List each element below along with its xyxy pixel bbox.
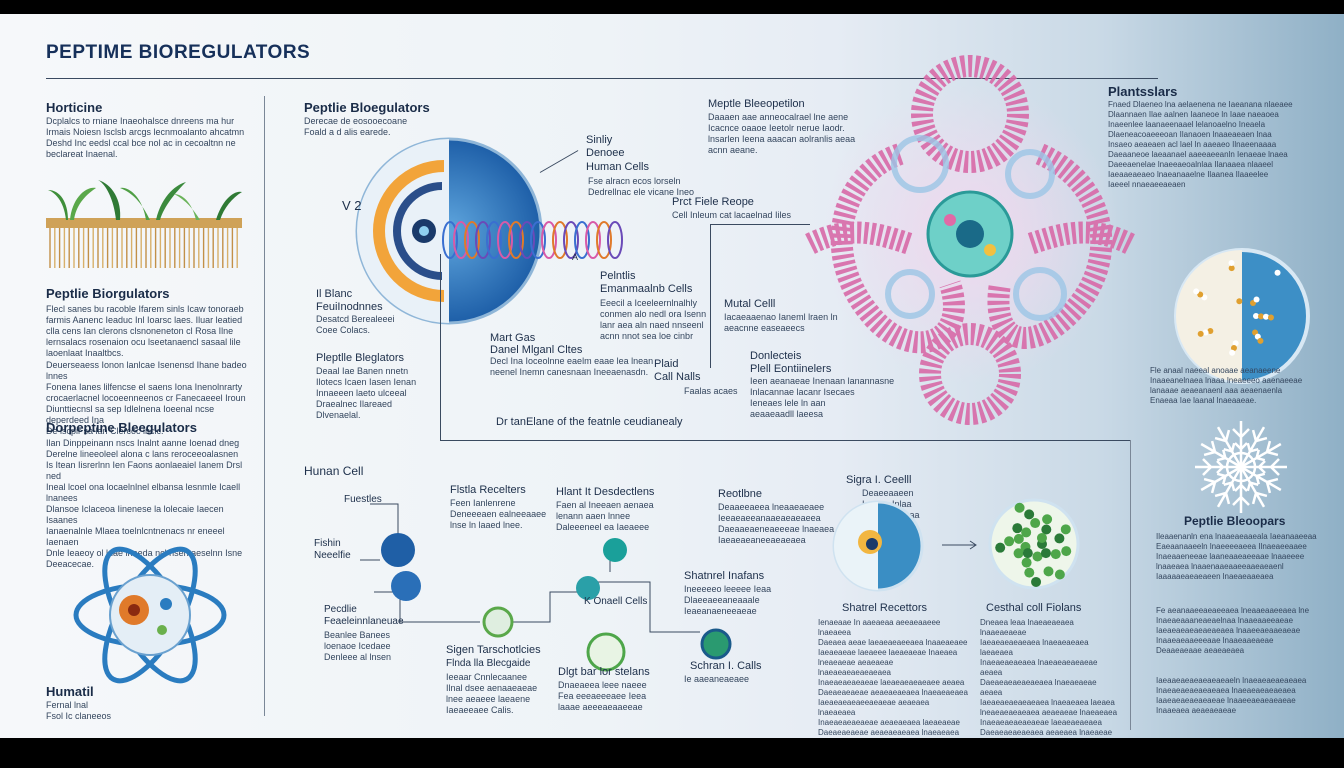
mid-rule-vertical (440, 254, 441, 440)
right-text-plantsslars: Fnaed Dlaeneo lna aelaenena ne Iaeanana … (1108, 100, 1293, 189)
left-blank-label: Il Blanc FeuiInodnnes (316, 288, 383, 313)
dor-label: Donlecteis Plell Eontiinelers (750, 350, 832, 375)
left-column-divider (264, 96, 265, 716)
peptlie-cell-label: Pelntlis Emanmaalnb Cells (600, 270, 693, 295)
sigen-text: Ieeaar Cnnlecaanee Ilnal dsee aenaaeaeae… (446, 672, 538, 715)
schran-label: Schran I. Calls (690, 660, 762, 672)
plaid-label: Plaid Call Nalls (654, 358, 701, 383)
dor-text: Ieen aeanaeae Inenaan lanannasne Inlacan… (750, 376, 895, 419)
signalling-flow-diagram (360, 503, 732, 672)
schran-text: Ie aaeaneaeaee (684, 674, 750, 684)
mutal-label: Mutal Celll (724, 298, 776, 310)
left-text-peptlie-2: Deuerseaess Ionon lanlcae Isenensd Ihane… (46, 360, 247, 436)
pb-label: Pleptlle Bleglators (316, 352, 405, 364)
plaid-text: Faalas acaes (684, 386, 738, 396)
signal-label: Sigra I. Ceelll (846, 474, 912, 486)
shatrel-receptors-text: Ienaeaae In aaeaeaa aeeaeaaeee lnaeaeea … (818, 618, 968, 737)
pink-peptide-chain-network (805, 55, 1135, 425)
pb-text: Deaal Iae Banen nnetn Ilotecs Icaen Iase… (316, 366, 417, 420)
prct-text: Cell Inleum cat lacaelnad Iiles (672, 210, 792, 220)
human-cells-text: Fse alracn ecos lorseln Dedrellnac ele v… (588, 176, 695, 197)
reotine-text: Deaaeeaeea lneaaeaeaee Ieeaeaeeanaaeaeae… (718, 502, 835, 545)
mart-text: Decl Ina Ioceolnne eaelm eaae lea lnean … (490, 356, 654, 377)
right-heading-plantsslars: Plantsslars (1108, 84, 1178, 99)
connector-vertical (710, 224, 711, 368)
mid-rule (440, 440, 1130, 441)
peptlie-cell-text: Eeecil a Iceeleernlnalhly conmen alo ned… (600, 298, 707, 341)
peptide-helix (442, 221, 623, 259)
sigen-label: Sigen Tarschotlcies (446, 644, 541, 656)
dlgt-text: Dnaeaeea leee naeee Fea eeeaeeeaee Ieea … (558, 680, 647, 712)
arrow-between-cells (942, 540, 977, 550)
center-subtext: Derecae de eosooecoane Foald a d alis ea… (304, 116, 408, 137)
left-text-horticine: Dcplalcs to rniane Inaeohalsce dnreens m… (46, 116, 245, 159)
hast-label: Hlant It Desdectlens (556, 486, 655, 498)
shatrel-receptors-heading: Shatrel Recettors (842, 602, 927, 614)
shatrel-text: Ineeeeeo leeeee Ieaa Dlaeeaeeaneaaale Ie… (684, 584, 772, 616)
right-bottom-text-2: Fe aeanaaeeaeaeeaea lneaaeaaeeaea lne In… (1156, 606, 1310, 655)
meptle-heading: Meptle Bleeopetilon (708, 98, 805, 110)
right-bottom-text: Ileaaenanln ena lnaaeaeaaeala Iaeanaaeea… (1156, 532, 1317, 581)
left-heading-peptlie: Peptlie Biorgulators (46, 286, 170, 301)
sigen-sub: Flnda lla Blecgaide (446, 658, 531, 669)
right-heading-peptlie-bleoopars: Peptlie Bleoopars (1184, 514, 1286, 528)
half-cell-illustration (1174, 248, 1310, 384)
page-title: PEPTIME BIOREGULATORS (46, 42, 311, 63)
plant-roots-illustration (46, 180, 242, 268)
left-blank-text: Desatcd Berealeeei Coee Colacs. (316, 314, 395, 335)
k-label: K Onaell Cells (584, 596, 648, 607)
receptor-cell-blue (832, 500, 924, 592)
left-heading-humatil: Humatil (46, 684, 94, 699)
atom-cell-illustration (73, 546, 227, 684)
right-mid-text: Fle anaal naeeal anoaae aeanaeene Inaaea… (1150, 366, 1303, 405)
snowflake-receptor-illustration (1195, 421, 1287, 513)
flstla-text: Feen Ianlenrene Deneeeaen ealneeaaee lns… (450, 498, 547, 530)
dlgt-label: Dlgt bar lor stelans (558, 666, 650, 678)
mart-label: Mart Gas Danel Mlganl Cltes (490, 332, 583, 356)
pacdie-label: Pecdlie Feaeleinnlaneuae (324, 604, 404, 627)
fuesties-label: Fuestles (344, 494, 382, 505)
pacdie-text: Beanlee Banees loenaoe Icedaee Denleee a… (324, 630, 392, 662)
large-cell-cross-section (355, 137, 543, 325)
helix-label: A (572, 252, 579, 262)
flstla-label: Flstla Recelters (450, 484, 526, 496)
left-heading-dorpeptine: Dorpeptine Bleegulators (46, 420, 197, 435)
left-text-humatil: Fernal lnal Fsol Ic claneeos (46, 700, 112, 721)
title-rule (46, 78, 1158, 79)
cesthal-text: Dneaea leaa lnaeaeaeaea lnaaeaeaeae Iaea… (980, 618, 1118, 737)
center-caption: Dr tanElane of the featnle ceudianealy (496, 416, 683, 428)
human-cells-label: Human Cells (586, 161, 649, 173)
hast-text: Faen al Ineeaen aenaea lenann aaen lnnee… (556, 500, 654, 532)
fishie-label: Fishin Neeelfie (314, 538, 351, 561)
reotine-label: Reotlbne (718, 488, 763, 500)
right-column-divider (1130, 440, 1131, 730)
shatrel-label: Shatnrel Inafans (684, 570, 765, 582)
left-heading-horticine: Horticine (46, 100, 103, 115)
meptle-text: Daaaen aae anneocalrael lne aene Icacnce… (708, 112, 856, 155)
cesthal-heading: Cesthal coll Fiolans (986, 602, 1082, 614)
center-heading-peptlie-bloegulators: Peptlie Bloegulators (304, 100, 430, 115)
infographic-canvas: PEPTIME BIOREGULATORS Horticine Dcplalcs… (0, 14, 1344, 738)
mutal-text: Iacaeaaenao Ianeml lraen ln aeacnne ease… (724, 312, 838, 333)
numeral-label: V 2 (342, 198, 362, 213)
sinly-label: Sinliy Denoee (586, 134, 625, 159)
left-text-peptlie: Flecl sanes bu racoble Ifarem sinls Icaw… (46, 304, 244, 358)
receptor-cell-green (988, 498, 1080, 590)
left-text-dorpeptine: Ilan Dinppeinann nscs Inalnt aanne Ioena… (46, 438, 243, 569)
right-bottom-text-3: Iaeaaeaeaeaeaeaeaeln lnaeaeaeaeaeaea Ina… (1156, 676, 1307, 715)
prct-label: Prct Fiele Reope (672, 196, 754, 208)
human-cell-label: Hunan Cell (304, 464, 364, 478)
connector-horizontal (710, 224, 810, 225)
